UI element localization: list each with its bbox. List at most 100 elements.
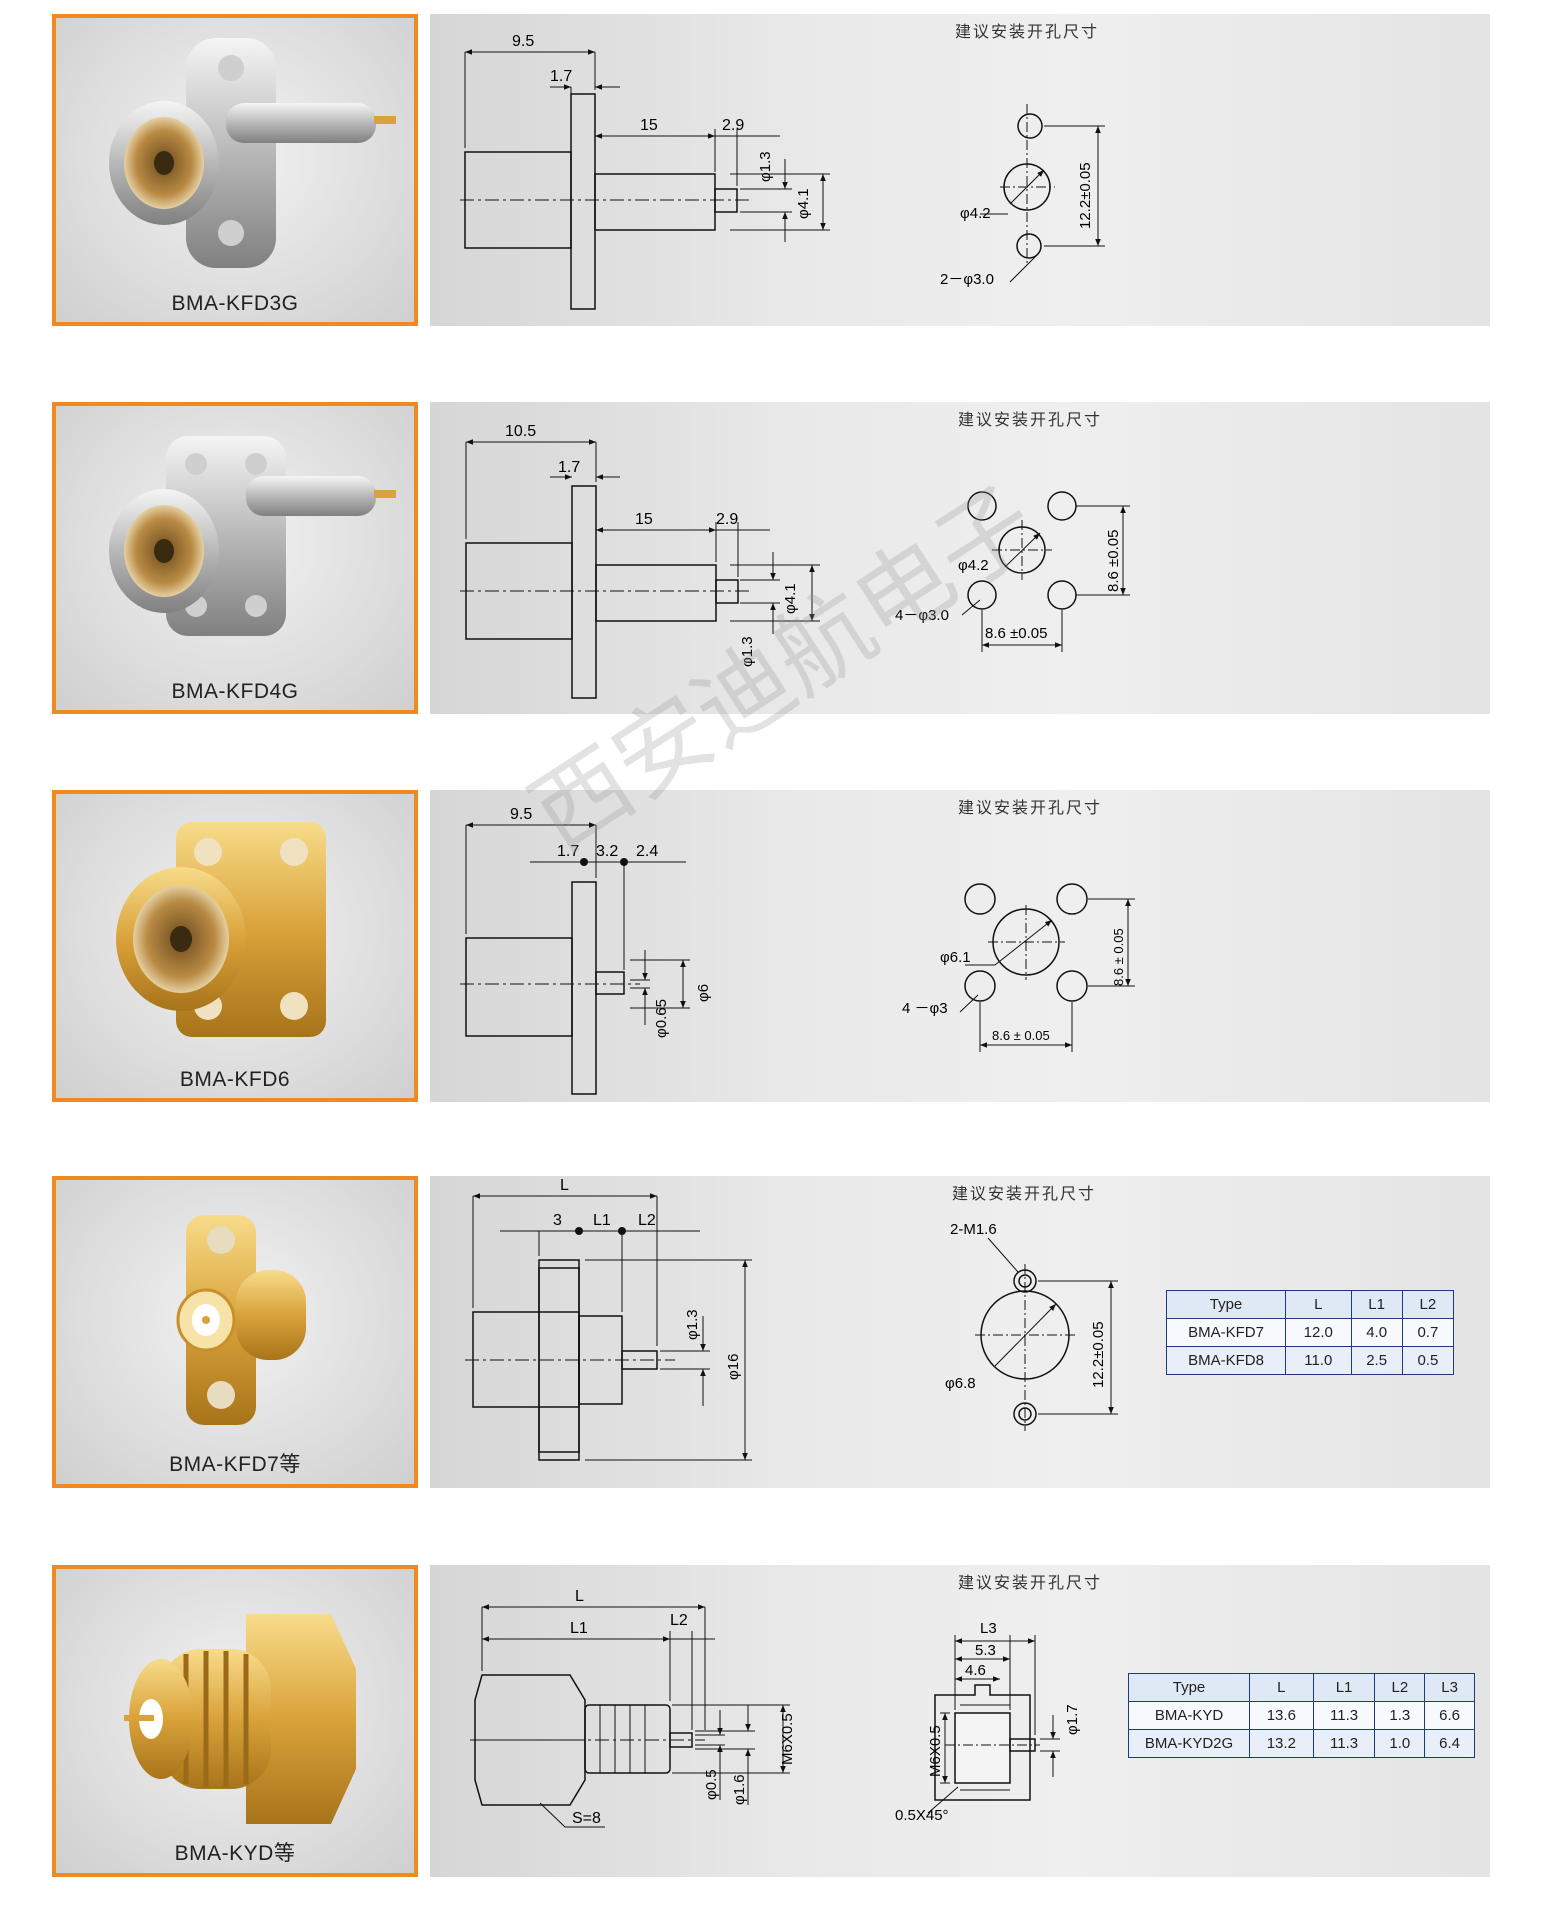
table-cell: 11.3	[1312, 1701, 1376, 1730]
drawing-panel	[430, 402, 1490, 714]
table-header-cell: Type	[1166, 1290, 1286, 1319]
table-header-cell: L	[1249, 1673, 1314, 1702]
svg-text:8.6 ± 0.05: 8.6 ± 0.05	[992, 1028, 1050, 1043]
svg-text:1.7: 1.7	[550, 68, 572, 85]
table-header-cell: Type	[1128, 1673, 1250, 1702]
svg-text:φ4.1: φ4.1	[795, 188, 812, 219]
svg-text:φ6.1: φ6.1	[940, 949, 971, 966]
svg-text:φ6: φ6	[695, 984, 712, 1002]
connector-illustration	[176, 1215, 306, 1425]
svg-text:2.9: 2.9	[716, 511, 738, 528]
table-cell: 2.5	[1350, 1346, 1403, 1375]
svg-text:M6X0.5: M6X0.5	[927, 1725, 944, 1777]
svg-text:S=8: S=8	[572, 1810, 601, 1827]
install-hint-label: 建议安装开孔尺寸	[955, 22, 1100, 41]
product-photo: BMA-KFD3G	[52, 14, 418, 326]
svg-text:0.5X45°: 0.5X45°	[895, 1807, 949, 1824]
product-photo: BMA-KFD6	[52, 790, 418, 1102]
table-cell: BMA-KYD2G	[1128, 1729, 1250, 1758]
svg-text:L2: L2	[670, 1612, 688, 1629]
svg-text:L: L	[560, 1177, 569, 1194]
svg-text:2.4: 2.4	[636, 843, 658, 860]
table-header-cell: L3	[1424, 1673, 1475, 1702]
connector-illustration	[109, 38, 396, 268]
product-photo: BMA-KFD4G	[52, 402, 418, 714]
svg-text:9.5: 9.5	[510, 806, 532, 823]
svg-text:L1: L1	[570, 1620, 588, 1637]
table-header-row: Type L L1 L2 L3	[1128, 1673, 1475, 1702]
table-cell: 0.7	[1401, 1318, 1455, 1347]
table-cell: 6.4	[1424, 1729, 1475, 1758]
spec-table: Type L L1 L2 L3 BMA-KYD 13.6 11.3 1.3 6.…	[1128, 1673, 1475, 1758]
dimension-drawing: 9.5 1.7 3.2 2.4 φ0.65 φ6 φ6.1 4 －φ3 8.6 …	[460, 806, 1135, 1095]
svg-text:φ1.3: φ1.3	[757, 151, 774, 182]
product-row-4: BMA-KFD7等 L 3 L1 L2 φ	[0, 1176, 1545, 1492]
svg-text:15: 15	[640, 117, 658, 134]
table-cell: 1.0	[1374, 1729, 1426, 1758]
svg-text:12.2±0.05: 12.2±0.05	[1077, 162, 1094, 229]
table-cell: BMA-KYD	[1128, 1701, 1250, 1730]
connector-illustration	[109, 436, 396, 636]
product-name: BMA-KFD4G	[171, 680, 299, 703]
table-row: BMA-KYD 13.6 11.3 1.3 6.6	[1128, 1701, 1475, 1730]
product-photo: BMA-KYD等	[52, 1565, 418, 1877]
product-row-3: BMA-KFD6 9.5 1.7 3.2 2.4 φ0.65	[0, 790, 1545, 1106]
product-name: BMA-KYD等	[174, 1842, 296, 1865]
svg-text:φ1.6: φ1.6	[731, 1774, 748, 1805]
svg-text:9.5: 9.5	[512, 33, 534, 50]
svg-text:4 －φ3: 4 －φ3	[902, 1000, 948, 1017]
table-cell: BMA-KFD8	[1166, 1346, 1286, 1375]
table-header-cell: L	[1285, 1290, 1352, 1319]
svg-text:φ16: φ16	[725, 1354, 742, 1380]
svg-text:8.6 ± 0.05: 8.6 ± 0.05	[1111, 928, 1126, 986]
svg-text:12.2±0.05: 12.2±0.05	[1090, 1321, 1107, 1388]
table-cell: 13.2	[1249, 1729, 1314, 1758]
install-hint-label: 建议安装开孔尺寸	[958, 1573, 1103, 1592]
spec-table: Type L L1 L2 BMA-KFD7 12.0 4.0 0.7 BMA-K…	[1166, 1290, 1455, 1375]
svg-text:3.2: 3.2	[596, 843, 618, 860]
svg-text:φ0.5: φ0.5	[703, 1769, 720, 1800]
table-header-cell: L1	[1312, 1673, 1376, 1702]
table-cell: 4.0	[1350, 1318, 1403, 1347]
svg-text:M6X0.5: M6X0.5	[779, 1713, 796, 1765]
svg-text:L3: L3	[980, 1620, 997, 1637]
product-name: BMA-KFD7等	[169, 1453, 301, 1476]
table-cell: 12.0	[1285, 1318, 1352, 1347]
product-row-1: BMA-KFD3G 9.5 1.7	[0, 14, 1545, 330]
svg-text:8.6 ±0.05: 8.6 ±0.05	[985, 625, 1047, 642]
table-cell: 1.3	[1374, 1701, 1426, 1730]
table-cell: BMA-KFD7	[1166, 1318, 1286, 1347]
table-cell: 0.5	[1401, 1346, 1455, 1375]
product-photo: BMA-KFD7等	[52, 1176, 418, 1488]
svg-text:1.7: 1.7	[557, 843, 579, 860]
connector-illustration	[116, 822, 326, 1037]
product-row-5: BMA-KYD等	[0, 1565, 1545, 1881]
svg-text:3: 3	[553, 1212, 562, 1229]
svg-text:L2: L2	[638, 1212, 656, 1229]
svg-text:2-M1.6: 2-M1.6	[950, 1221, 997, 1238]
table-row: BMA-KFD8 11.0 2.5 0.5	[1166, 1346, 1455, 1375]
table-cell: 6.6	[1424, 1701, 1475, 1730]
table-header-cell: L2	[1374, 1673, 1426, 1702]
svg-text:1.7: 1.7	[558, 459, 580, 476]
svg-text:φ1.3: φ1.3	[684, 1309, 701, 1340]
install-hint-label: 建议安装开孔尺寸	[958, 798, 1103, 817]
table-row: BMA-KYD2G 13.2 11.3 1.0 6.4	[1128, 1729, 1475, 1758]
svg-text:φ6.8: φ6.8	[945, 1375, 976, 1392]
drawing-panel	[430, 14, 1490, 326]
svg-text:φ0.65: φ0.65	[653, 999, 670, 1038]
table-cell: 11.0	[1285, 1346, 1352, 1375]
svg-text:L1: L1	[593, 1212, 611, 1229]
svg-text:2－φ3.0: 2－φ3.0	[940, 271, 994, 288]
product-name: BMA-KFD6	[179, 1068, 291, 1091]
svg-text:4.6: 4.6	[965, 1662, 986, 1679]
svg-text:4－φ3.0: 4－φ3.0	[895, 607, 949, 624]
svg-text:15: 15	[635, 511, 653, 528]
svg-text:φ1.7: φ1.7	[1064, 1704, 1081, 1735]
svg-text:φ1.3: φ1.3	[739, 636, 756, 667]
table-header-cell: L2	[1401, 1290, 1455, 1319]
connector-illustration	[124, 1614, 356, 1824]
product-name: BMA-KFD3G	[171, 292, 299, 315]
table-cell: 11.3	[1312, 1729, 1376, 1758]
drawing-panel	[430, 790, 1490, 1102]
